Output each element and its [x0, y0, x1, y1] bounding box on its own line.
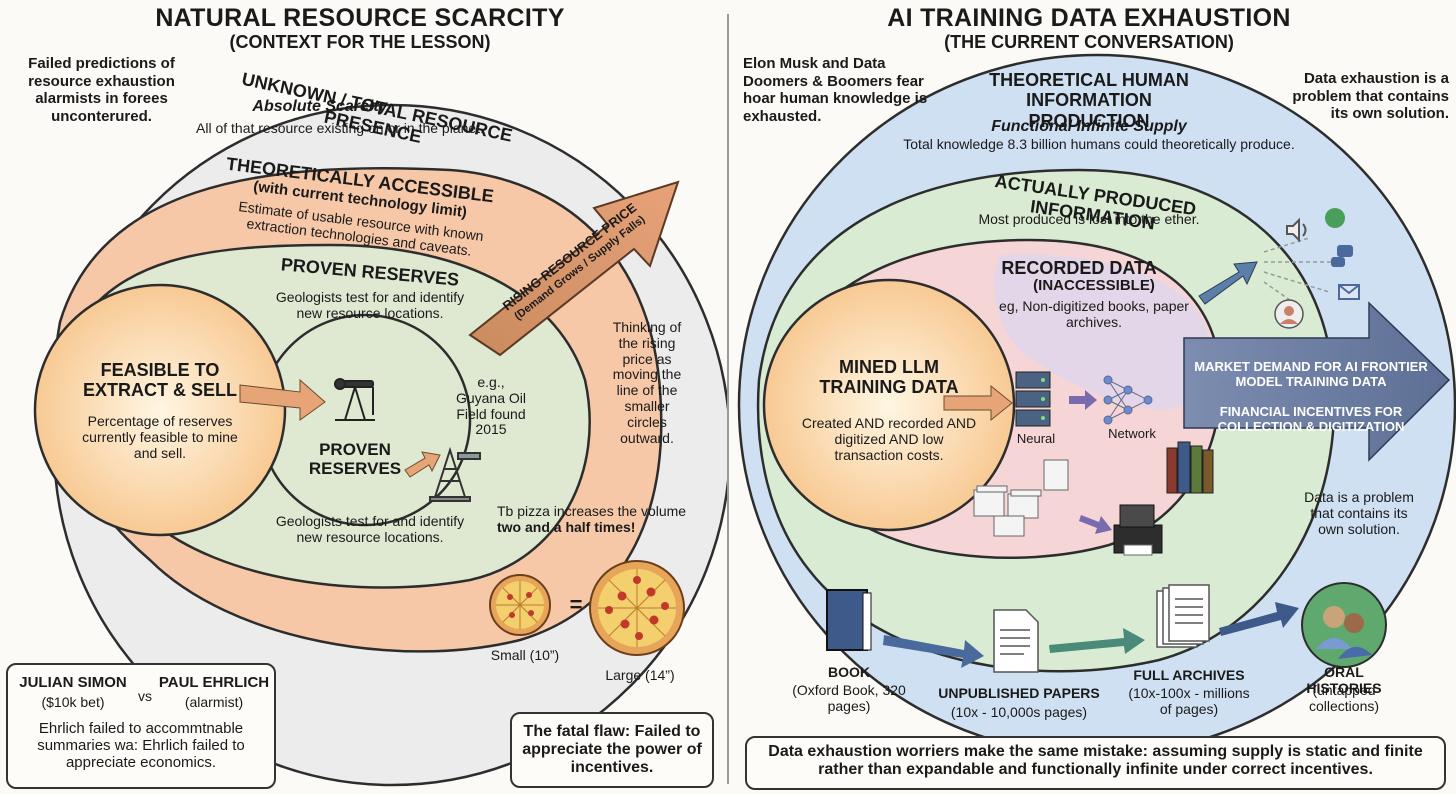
- archives-title: FULL ARCHIVES: [1133, 667, 1245, 683]
- bookshelf-icon: [1166, 441, 1214, 494]
- large-pizza-label: Large (14”): [605, 667, 675, 683]
- data-circles-diagram: [737, 53, 1456, 757]
- theoretical-production-heading: THEORETICAL HUMAN INFORMATION PRODUCTION: [989, 70, 1189, 131]
- recorded-to-media-arrow: [1198, 261, 1258, 305]
- right-title: AI TRAINING DATA EXHAUSTION: [887, 4, 1291, 32]
- left-subtitle: (CONTEXT FOR THE LESSON): [229, 32, 491, 52]
- feasible-desc: Percentage of reserves currently feasibl…: [82, 413, 238, 461]
- paper-stacks-icon: [973, 459, 1069, 537]
- mined-circle: [762, 278, 1016, 532]
- proven-reserves-desc: Geologists test for and identify new res…: [275, 289, 465, 321]
- network-label: Network: [1108, 426, 1156, 441]
- recorded-desc: eg, Non-digitized books, paper archives.: [999, 298, 1189, 330]
- pizza-note: Tb pizza increases the volume two and a …: [497, 503, 687, 535]
- archives-to-oral-arrow: [1219, 602, 1299, 636]
- left-title: NATURAL RESOURCE SCARCITY: [155, 4, 565, 32]
- vs-label: vs: [138, 688, 152, 704]
- ehrlich-sub: (alarmist): [184, 694, 244, 710]
- papers-to-scanner-arrow: [1079, 515, 1112, 534]
- recorded-sub: (INACCESSIBLE): [1033, 277, 1155, 294]
- speaker-icon: [1286, 217, 1307, 243]
- conclusion-box: Data exhaustion worriers make the same m…: [745, 736, 1446, 790]
- side-note: Thinking of the rising price as moving t…: [612, 319, 682, 446]
- chat-bubble-icon: [1325, 208, 1345, 228]
- bet-desc: Ehrlich failed to accommtnable summaries…: [37, 720, 245, 771]
- market-demand-arrow: [1183, 301, 1451, 462]
- neural-label: Neural: [1016, 431, 1056, 446]
- book-desc: (Oxford Book, 320 pages): [792, 682, 906, 714]
- unpublished-title: UNPUBLISHED PAPERS: [938, 685, 1100, 701]
- functional-infinite-label: Functional Infinite Supply: [991, 118, 1187, 135]
- inner-proven-heading: PROVEN RESERVES: [308, 440, 402, 479]
- ehrlich-name: PAUL EHRLICH: [158, 674, 270, 691]
- large-pizza-icon: [589, 560, 685, 656]
- rising-price-arrow: [468, 180, 680, 357]
- oral-histories-icon: [1301, 582, 1387, 668]
- book-to-papers-arrow: [883, 635, 984, 668]
- book-icon: [826, 589, 872, 651]
- recorded-inner-region: [994, 254, 1210, 410]
- small-pizza-label: Small (10”): [490, 647, 560, 663]
- market-demand-label: MARKET DEMAND FOR AI FRONTIER MODEL TRAI…: [1194, 359, 1428, 389]
- panel-divider: [727, 14, 729, 784]
- pumpjack-icon: [334, 378, 375, 421]
- feasible-to-oil-arrow: [239, 378, 326, 421]
- full-archives-icon: [1156, 584, 1210, 648]
- ai-data-panel: AI TRAINING DATA EXHAUSTION (THE CURRENT…: [729, 0, 1456, 794]
- bottom-proven-desc: Geologists test for and identify new res…: [275, 513, 465, 545]
- right-right-note: Data exhaustion is a problem that contai…: [1292, 70, 1449, 123]
- mined-to-neural-arrow: [943, 384, 1013, 422]
- archives-desc: (10x-100x - millions of pages): [1128, 685, 1250, 717]
- fatal-flaw-text: The fatal flaw: Failed to appreciate the…: [522, 723, 702, 777]
- conclusion-text: Data exhaustion worriers make the same m…: [768, 743, 1423, 779]
- simon-name: JULIAN SIMON: [19, 674, 127, 691]
- book-title: BOOK: [828, 664, 870, 680]
- small-pizza-icon: [489, 574, 551, 636]
- neural-to-network-arrow: [1069, 390, 1097, 410]
- message-icon: [1331, 245, 1353, 267]
- feasible-heading: FEASIBLE TO EXTRACT & SELL: [82, 360, 237, 401]
- scanner-icon: [1113, 504, 1163, 556]
- papers-to-archives-arrow: [1049, 628, 1145, 654]
- unpublished-desc: (10x - 10,000s pages): [950, 704, 1088, 720]
- right-subtitle: (THE CURRENT CONVERSATION): [944, 32, 1234, 52]
- financial-incentives-label: FINANCIAL INCENTIVES FOR COLLECTION & DI…: [1217, 404, 1405, 434]
- natural-resource-panel: NATURAL RESOURCE SCARCITY (CONTEXT FOR T…: [0, 0, 727, 794]
- data-problem-note: Data is a problem that contains its own …: [1304, 489, 1414, 537]
- neural-network-icon: [1103, 375, 1153, 425]
- mail-icon: [1338, 284, 1360, 300]
- pizza-equals: =: [569, 592, 583, 617]
- oral-desc: (untapped collections): [1308, 682, 1380, 714]
- fatal-flaw-box: The fatal flaw: Failed to appreciate the…: [510, 712, 714, 788]
- left-top-note: Failed predictions of resource exhaustio…: [28, 55, 175, 126]
- guyana-example: e.g., Guyana Oil Field found 2015: [455, 374, 527, 438]
- absolute-scarcity-label: Absolute Scarcity: [252, 98, 388, 115]
- theoretical-production-desc: Total knowledge 8.3 billion humans could…: [903, 136, 1295, 152]
- resource-circles-diagram: [33, 103, 727, 787]
- mined-heading: MINED LLM TRAINING DATA: [819, 357, 959, 398]
- server-icon: [1015, 371, 1051, 427]
- produced-desc: Most produced is lost into the ether.: [978, 211, 1200, 227]
- unpublished-paper-icon: [993, 609, 1039, 673]
- total-resource-desc: All of that resource existing on or in t…: [196, 120, 484, 136]
- oral-title: ORAL HISTORIES: [1306, 664, 1382, 696]
- right-left-note: Elon Musk and Data Doomers & Boomers fea…: [743, 55, 928, 126]
- simon-sub: ($10k bet): [41, 694, 105, 710]
- feasible-circle: [33, 283, 287, 537]
- dashed-rays: [1263, 237, 1331, 311]
- recorded-heading: RECORDED DATA: [1001, 258, 1157, 278]
- oil-derrick-icon: [429, 446, 481, 502]
- bet-box: JULIAN SIMON ($10k bet) vs PAUL EHRLICH …: [6, 663, 276, 789]
- mined-desc: Created AND recorded AND digitized AND l…: [801, 415, 977, 463]
- person-icon: [1274, 299, 1304, 329]
- to-pumpjack-arrow: [404, 451, 441, 478]
